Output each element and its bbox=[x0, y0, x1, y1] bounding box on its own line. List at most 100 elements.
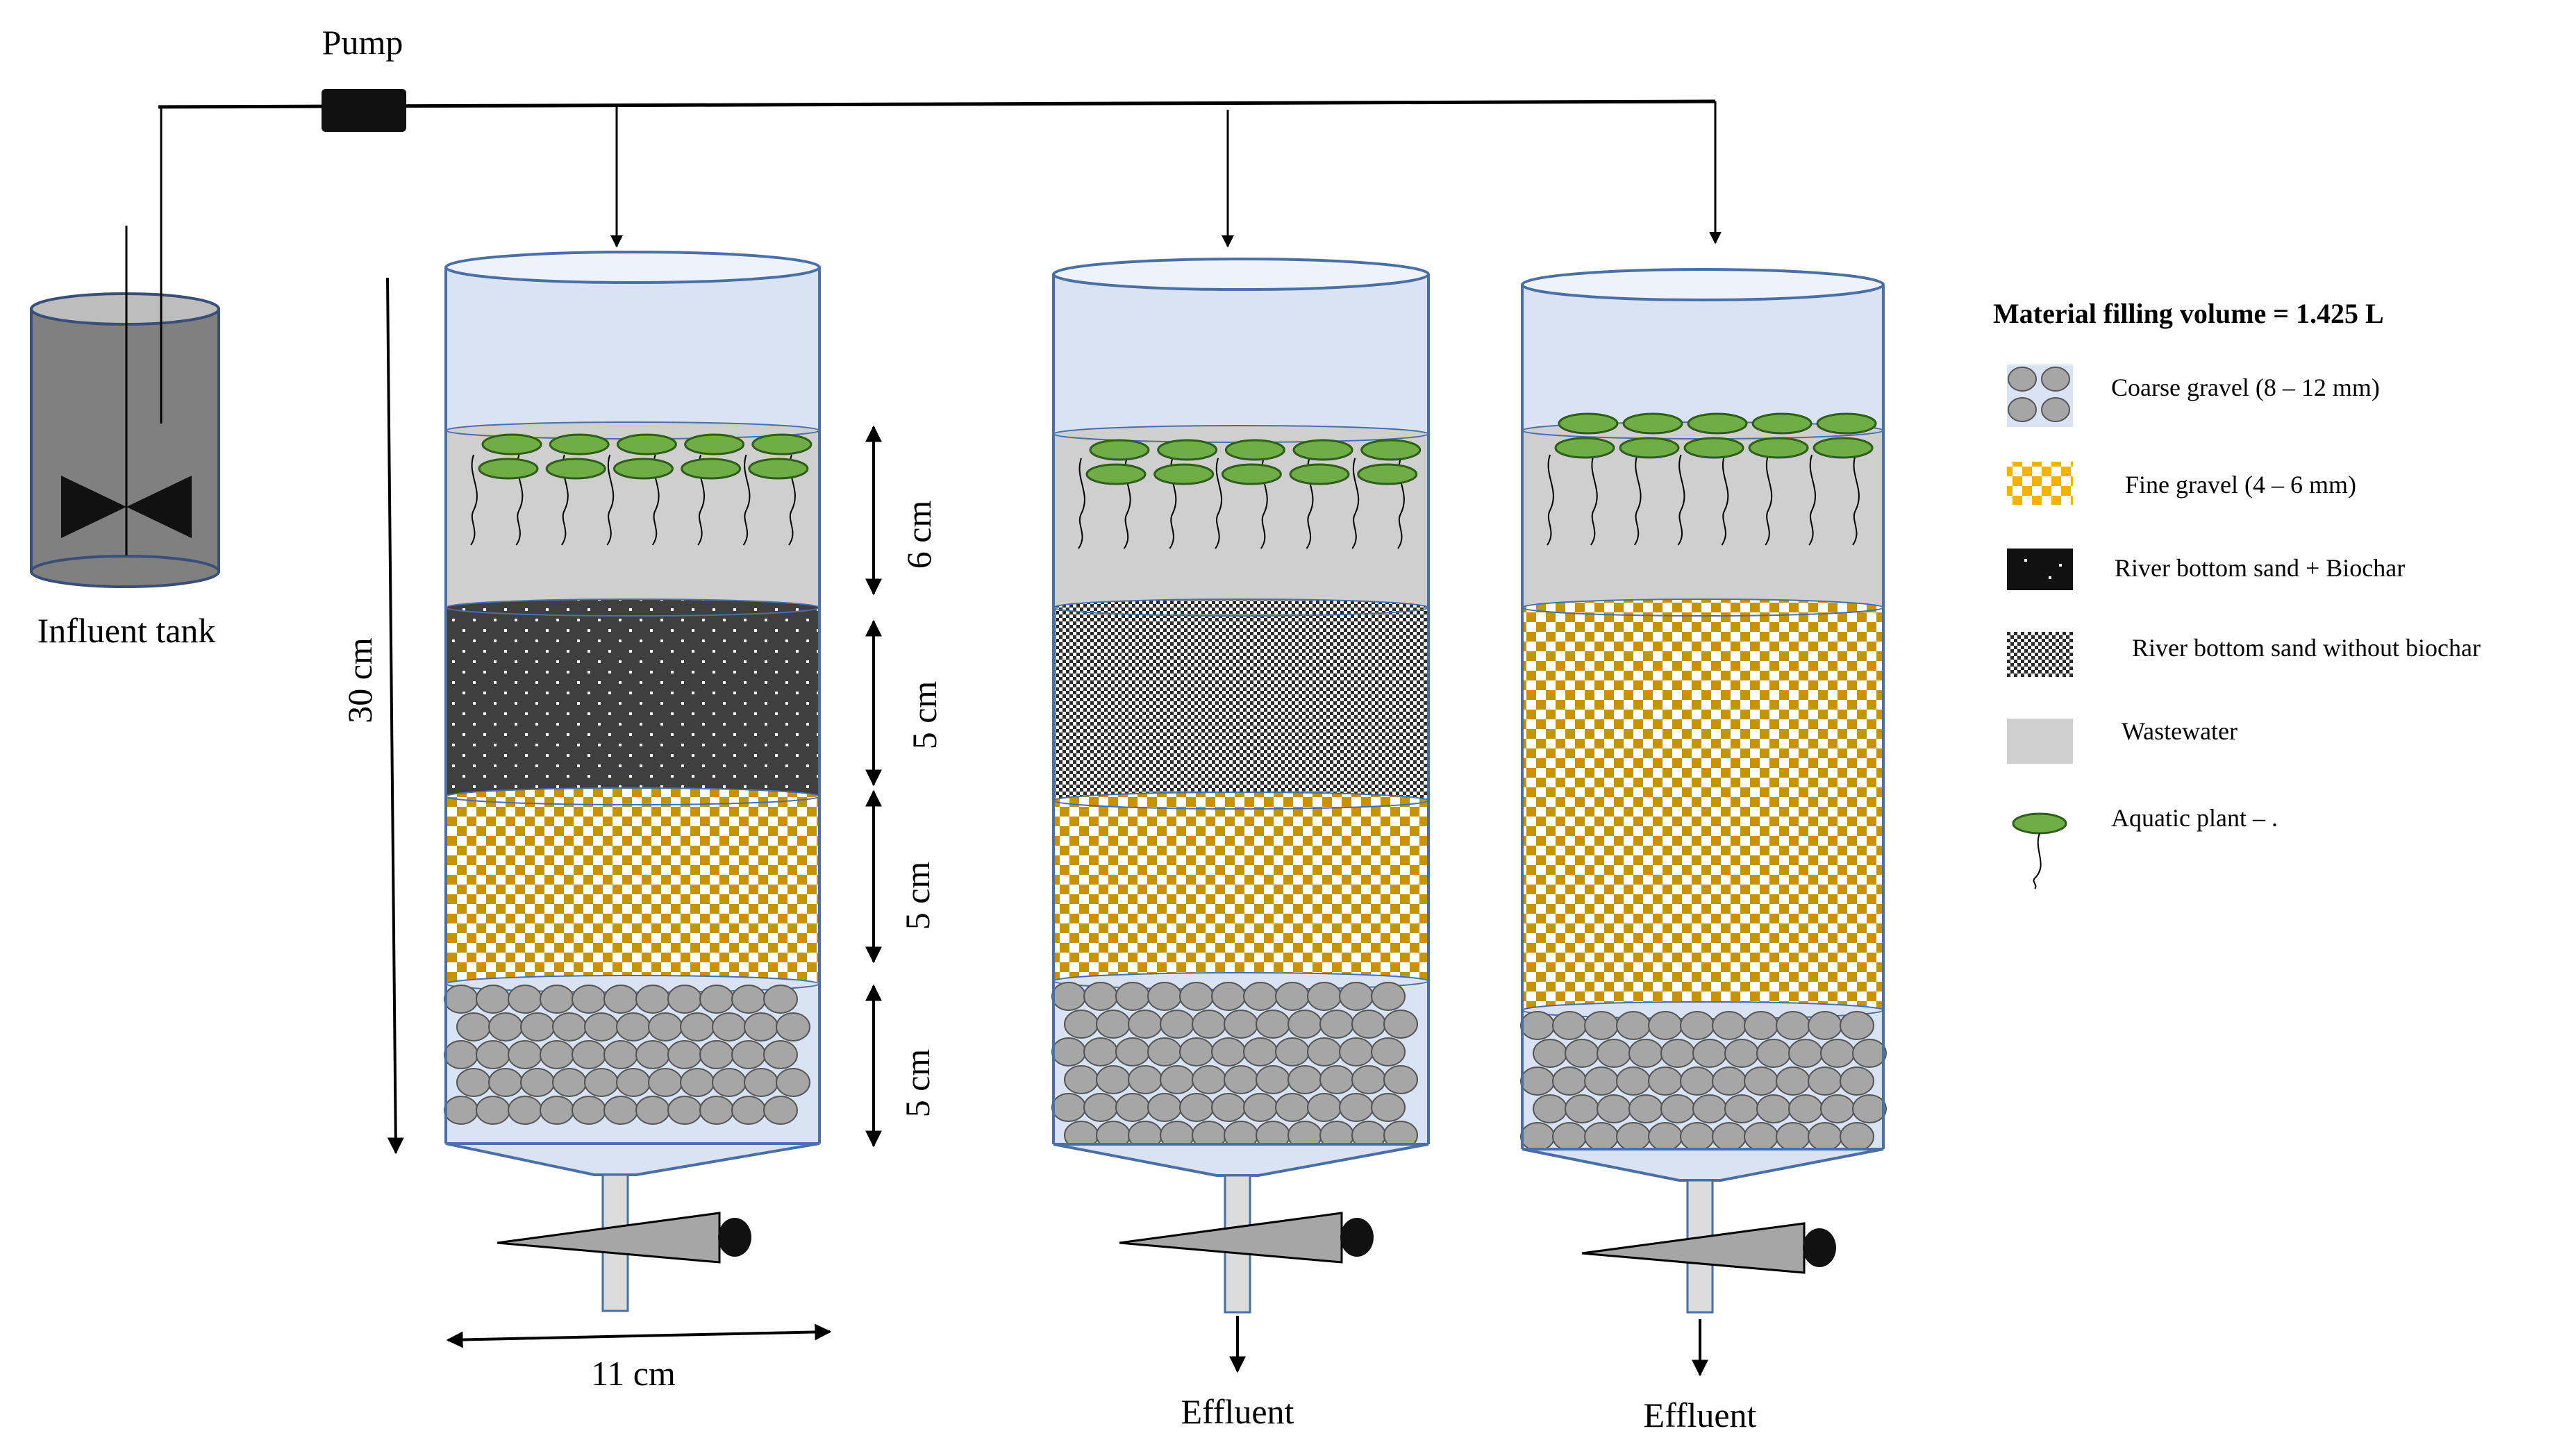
gravel-stone bbox=[1243, 1093, 1278, 1122]
gravel-stone bbox=[1584, 1122, 1619, 1151]
gravel-stone bbox=[508, 1096, 542, 1125]
aquatic-plant-leaf bbox=[1554, 437, 1615, 459]
gravel-stone bbox=[1776, 1011, 1810, 1040]
gravel-stone bbox=[572, 985, 606, 1014]
gravel-stone bbox=[635, 1040, 670, 1069]
gravel-stone bbox=[1256, 1065, 1290, 1094]
gravel-stone bbox=[731, 985, 766, 1014]
gravel-stone bbox=[1724, 1094, 1759, 1123]
aquatic-plant-leaf bbox=[1812, 437, 1874, 459]
gravel-stone bbox=[1192, 1010, 1226, 1039]
gravel-stone bbox=[667, 1040, 702, 1069]
gravel-stone bbox=[1211, 1093, 1246, 1122]
column-3 bbox=[1520, 268, 1887, 1314]
gravel-stone bbox=[1243, 1037, 1278, 1066]
gravel-stone bbox=[1712, 1011, 1747, 1040]
height-label: 30 cm bbox=[340, 637, 379, 723]
gravel-stone bbox=[1808, 1066, 1842, 1096]
gravel-stone bbox=[1371, 982, 1406, 1011]
gravel-stone bbox=[731, 1096, 766, 1125]
gravel-stone bbox=[1565, 1094, 1599, 1123]
gravel-stone bbox=[1243, 982, 1278, 1011]
coarse-gravel-icon bbox=[2007, 365, 2073, 427]
plant-root bbox=[1547, 454, 1554, 546]
gravel-stone bbox=[763, 1096, 798, 1125]
aquatic-plant-leaf bbox=[481, 433, 542, 455]
aquatic-plant-leaf bbox=[1357, 463, 1418, 485]
gravel-stone bbox=[444, 1040, 478, 1069]
gravel-stone bbox=[1179, 1037, 1214, 1066]
gravel-stone bbox=[520, 1012, 555, 1041]
gravel-stone bbox=[1160, 1065, 1194, 1094]
gravel-stone bbox=[1565, 1039, 1599, 1068]
legend-title: Material filling volume = 1.425 L bbox=[1993, 298, 2384, 329]
aquatic-plant-leaf bbox=[1085, 463, 1147, 485]
gravel-stone bbox=[1211, 982, 1246, 1011]
aquatic-plant-leaf bbox=[1683, 437, 1744, 459]
fine-gravel-layer bbox=[1522, 608, 1883, 1010]
gravel-stone bbox=[584, 1012, 619, 1041]
aquatic-plant-leaf bbox=[616, 433, 677, 455]
gravel-stone bbox=[1597, 1094, 1631, 1123]
aquatic-plant-leaf bbox=[545, 458, 606, 480]
plant-root bbox=[1808, 454, 1816, 546]
gravel-stone bbox=[1051, 1093, 1086, 1122]
width-label: 11 cm bbox=[591, 1354, 676, 1393]
gravel-stone bbox=[1147, 1037, 1182, 1066]
column-rim bbox=[444, 251, 821, 284]
gravel-stone bbox=[1616, 1011, 1651, 1040]
gravel-stone bbox=[731, 1040, 766, 1069]
gravel-stone bbox=[1788, 1094, 1823, 1123]
gravel-stone bbox=[1520, 1011, 1555, 1040]
layer-boundary bbox=[445, 787, 820, 805]
gravel-stone bbox=[1744, 1066, 1778, 1096]
dim-label-1: 6 cm bbox=[899, 501, 938, 569]
gravel-stone bbox=[1096, 1065, 1131, 1094]
gravel-stone bbox=[1712, 1122, 1747, 1151]
plant-root bbox=[1677, 454, 1685, 546]
mixer-icon bbox=[61, 476, 192, 538]
gravel-stone bbox=[667, 1096, 702, 1125]
gravel-stone bbox=[1840, 1011, 1874, 1040]
gravel-stone bbox=[1756, 1094, 1791, 1123]
aquatic-plant-leaf bbox=[1289, 463, 1350, 485]
aquatic-plant-leaf bbox=[478, 458, 539, 480]
gravel-stone bbox=[1179, 1093, 1214, 1122]
influent-tank bbox=[30, 107, 220, 588]
gravel-stone bbox=[488, 1012, 523, 1041]
gravel-stone bbox=[603, 985, 638, 1014]
gravel-stone bbox=[1319, 1010, 1354, 1039]
gravel-stone bbox=[1597, 1039, 1631, 1068]
plant-root bbox=[1351, 458, 1360, 549]
gravel-stone bbox=[699, 1096, 734, 1125]
gravel-stone bbox=[540, 1040, 574, 1069]
column-2 bbox=[1051, 258, 1430, 1314]
wastewater-layer bbox=[1522, 430, 1883, 608]
gravel-stone bbox=[572, 1040, 606, 1069]
gravel-stone bbox=[1808, 1011, 1842, 1040]
gravel-stone bbox=[616, 1068, 651, 1097]
gravel-stone bbox=[1083, 1037, 1118, 1066]
gravel-stone bbox=[1808, 1122, 1842, 1151]
gravel-stone bbox=[456, 1068, 491, 1097]
gravel-stone bbox=[1680, 1066, 1715, 1096]
gravel-stone bbox=[1147, 1093, 1182, 1122]
gravel-stone bbox=[1776, 1122, 1810, 1151]
influent-tank-label: Influent tank bbox=[38, 611, 216, 650]
gravel-stone bbox=[603, 1096, 638, 1125]
gravel-stone bbox=[1520, 1066, 1555, 1096]
gravel-stone bbox=[1383, 1010, 1418, 1039]
plant-root bbox=[742, 454, 751, 546]
gravel-stone bbox=[1680, 1011, 1715, 1040]
feed-pipe bbox=[125, 99, 1722, 555]
gravel-stone bbox=[476, 985, 510, 1014]
gravel-stone bbox=[648, 1068, 683, 1097]
gravel-stone bbox=[744, 1068, 778, 1097]
gravel-stone bbox=[520, 1068, 555, 1097]
legend-item-label: River bottom sand + Biochar bbox=[2115, 554, 2405, 582]
column-rim bbox=[1521, 268, 1885, 301]
pump bbox=[322, 89, 406, 132]
gravel-stone bbox=[1648, 1011, 1683, 1040]
gravel-stone bbox=[1307, 982, 1342, 1011]
gravel-stone bbox=[1288, 1010, 1322, 1039]
